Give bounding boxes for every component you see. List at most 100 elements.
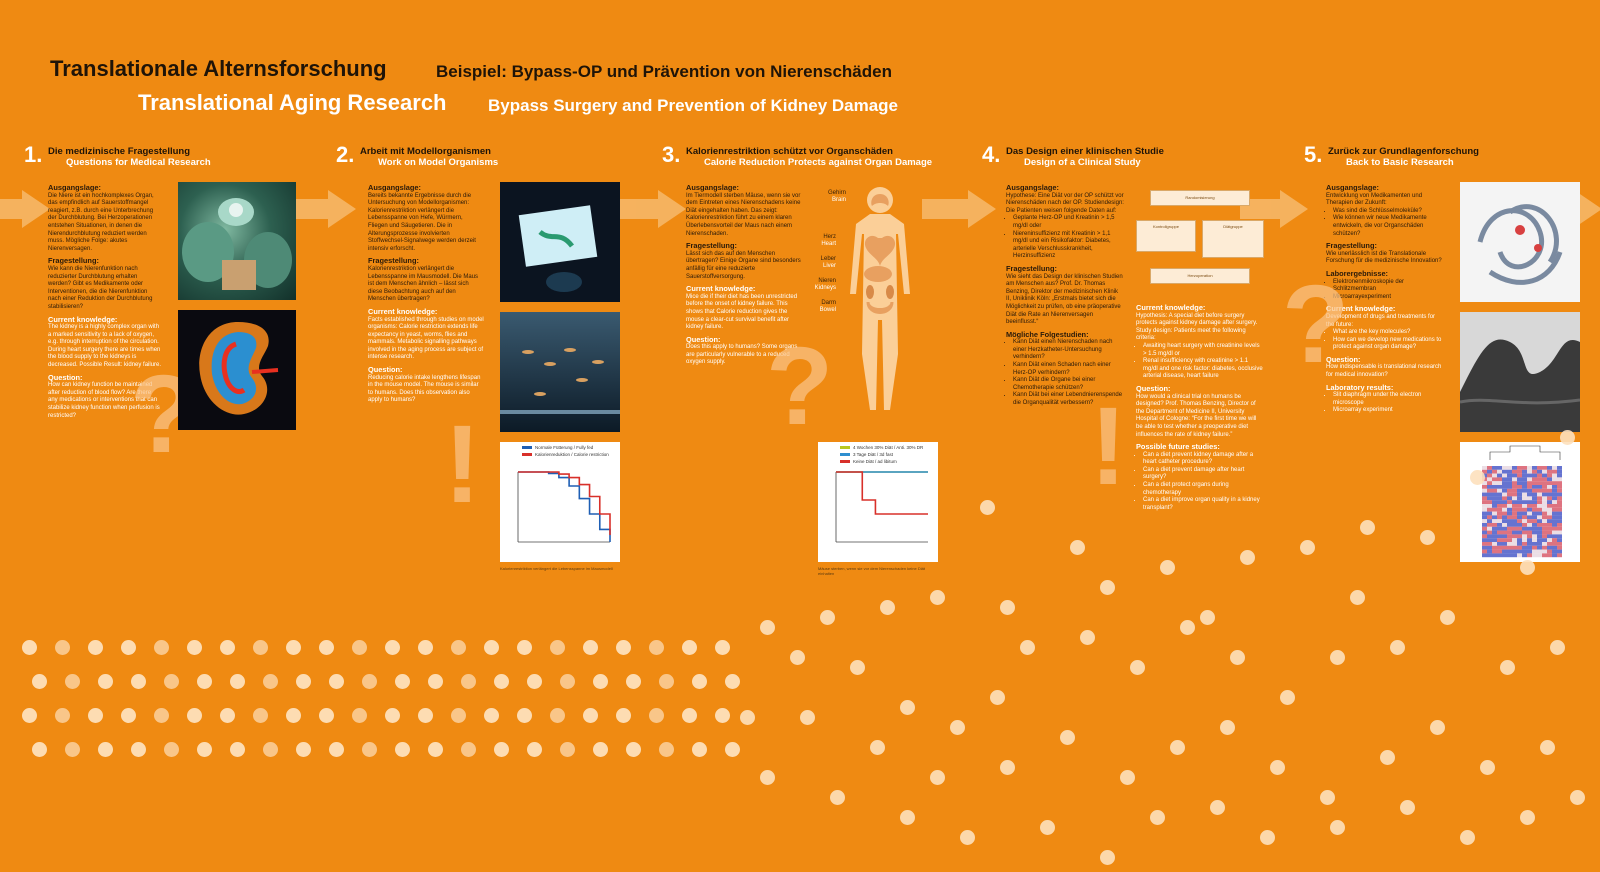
exclamation-mark-decoration: ! (444, 403, 481, 526)
decorative-dot (1550, 640, 1565, 655)
decorative-dot (88, 640, 103, 655)
heatmap-cell (1532, 469, 1537, 474)
heatmap-cell (1492, 542, 1497, 546)
decorative-dot (659, 674, 674, 689)
heatmap-cell (1482, 549, 1487, 554)
heatmap-cell (1557, 523, 1562, 527)
decorative-dot (319, 640, 334, 655)
step-4-text-en: Current knowledge: Hypothesis: A special… (1136, 300, 1264, 512)
heatmap-cell (1547, 538, 1552, 542)
heatmap-cell (1532, 538, 1537, 542)
step-heading-de: Das Design einer klinischen Studie (1006, 146, 1164, 157)
heatmap-cell (1527, 534, 1532, 539)
heatmap-cell (1507, 469, 1512, 474)
heatmap-cell (1517, 545, 1522, 550)
heatmap-cell (1517, 469, 1522, 474)
heatmap-cell (1537, 538, 1542, 542)
decorative-dot (649, 708, 664, 723)
heatmap-cell (1547, 466, 1552, 470)
heatmap-cell (1552, 485, 1557, 489)
decorative-dot (1440, 610, 1455, 625)
heatmap-cell (1552, 466, 1557, 470)
heatmap-cell (1552, 545, 1557, 550)
decorative-dot (980, 500, 995, 515)
heatmap-cell (1547, 515, 1552, 520)
heatmap-cell (1487, 534, 1492, 539)
heatmap-cell (1552, 519, 1557, 523)
heatmap-cell (1537, 553, 1542, 558)
decorative-dot (484, 708, 499, 723)
decorative-dot (583, 708, 598, 723)
decorative-dot (1360, 520, 1375, 535)
decorative-dot (32, 674, 47, 689)
heatmap-cell (1557, 526, 1562, 531)
heatmap-cell (1482, 507, 1487, 512)
decorative-dot (1320, 790, 1335, 805)
subtitle-german: Beispiel: Bypass-OP und Prävention von N… (436, 62, 892, 81)
heatmap-cell (1542, 481, 1547, 485)
heatmap-cell (1542, 496, 1547, 501)
decorative-dot (1200, 610, 1215, 625)
heatmap-cell (1507, 538, 1512, 542)
heatmap-cell (1517, 523, 1522, 527)
heatmap-cell (1557, 469, 1562, 474)
decorative-dot (428, 674, 443, 689)
decorative-dot (1300, 540, 1315, 555)
heatmap-cell (1512, 542, 1517, 546)
heatmap-cell (1537, 473, 1542, 478)
decorative-dot (682, 640, 697, 655)
heatmap-cell (1497, 553, 1502, 558)
heatmap-cell (1517, 534, 1522, 539)
heatmap-cell (1492, 481, 1497, 485)
heatmap-cell (1537, 545, 1542, 550)
question-mark-decoration: ? (1282, 263, 1350, 386)
heatmap-cell (1492, 534, 1497, 539)
heatmap-cell (1492, 504, 1497, 508)
heatmap-cell (1502, 523, 1507, 527)
heatmap-cell (1547, 500, 1552, 504)
decorative-dot (418, 640, 433, 655)
heatmap-cell (1502, 473, 1507, 478)
decorative-dot (1330, 820, 1345, 835)
heatmap-cell (1487, 488, 1492, 493)
decorative-dot (1390, 640, 1405, 655)
heatmap-cell (1522, 515, 1527, 520)
heatmap-cell (1482, 481, 1487, 485)
decorative-dot (65, 742, 80, 757)
decorative-dot (230, 742, 245, 757)
heatmap-cell (1497, 542, 1502, 546)
decorative-dot (527, 674, 542, 689)
heatmap-cell (1537, 534, 1542, 539)
heatmap-cell (1527, 526, 1532, 531)
heatmap-cell (1502, 469, 1507, 474)
heatmap-cell (1517, 507, 1522, 512)
heatmap-cell (1552, 538, 1557, 542)
heatmap-cell (1487, 549, 1492, 554)
series-line-3 (836, 471, 928, 515)
decorative-dot (319, 708, 334, 723)
heatmap-cell (1522, 511, 1527, 516)
decorative-dot (1520, 560, 1535, 575)
heatmap-cell (1537, 500, 1542, 504)
heatmap-cell (1487, 530, 1492, 535)
heatmap-cell (1497, 492, 1502, 497)
decorative-dot (65, 674, 80, 689)
heatmap-cell (1507, 500, 1512, 504)
decorative-dot (626, 674, 641, 689)
heatmap-cell (1517, 519, 1522, 523)
heatmap-cell (1482, 492, 1487, 497)
diagram-control-group: Kontrollgruppe (1136, 220, 1196, 252)
decorative-dot (1000, 600, 1015, 615)
decorative-dot (950, 720, 965, 735)
heatmap-cell (1537, 466, 1542, 470)
decorative-dot (790, 650, 805, 665)
decorative-dot (880, 600, 895, 615)
heatmap-cell (1557, 519, 1562, 523)
heatmap-cell (1502, 511, 1507, 516)
decorative-dot (1240, 550, 1255, 565)
decorative-dot (960, 830, 975, 845)
heatmap-cell (1522, 485, 1527, 489)
heatmap-cell (1492, 515, 1497, 520)
